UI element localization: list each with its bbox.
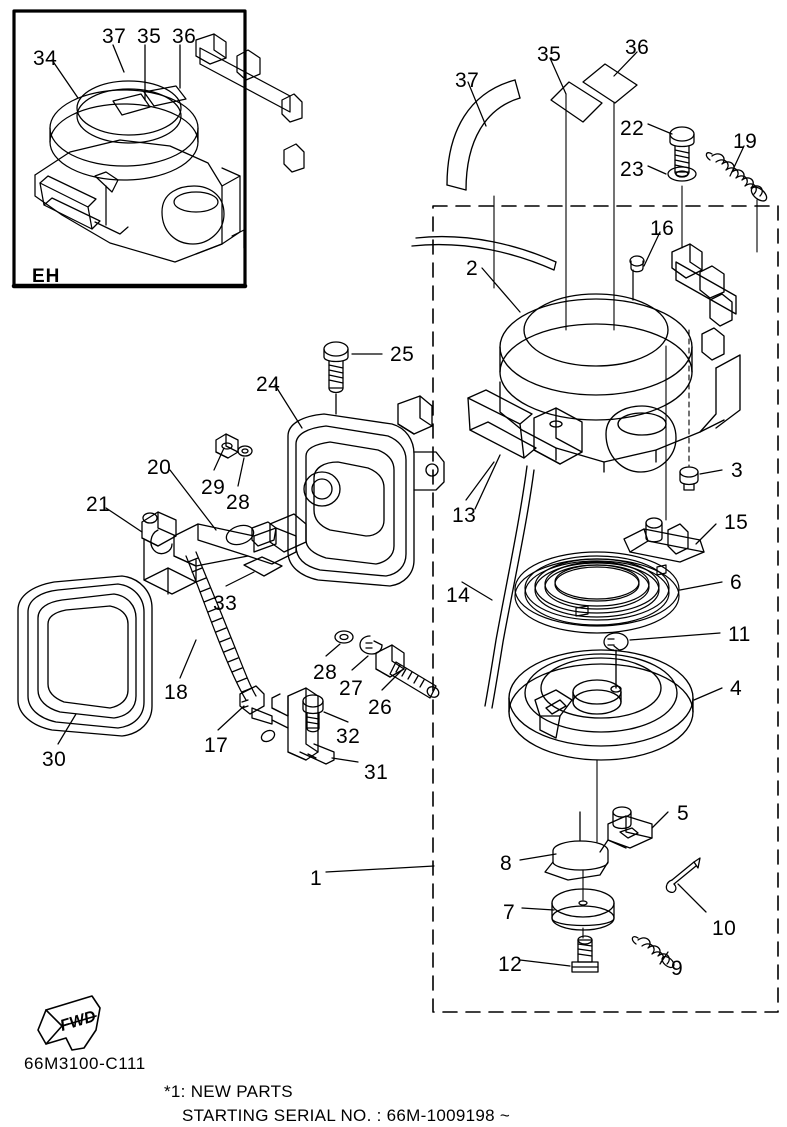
callout-30: 30 bbox=[42, 748, 67, 771]
inset-label-eh: EH bbox=[32, 266, 61, 287]
part-8-drive-plate bbox=[544, 811, 609, 881]
diagram-part-number: 66M3100-C111 bbox=[24, 1054, 146, 1073]
callout-3: 3 bbox=[731, 459, 744, 482]
callout-18: 18 bbox=[164, 681, 189, 704]
part-19-spring bbox=[705, 152, 768, 202]
part-3-screw bbox=[679, 466, 699, 491]
callout-14: 14 bbox=[446, 584, 471, 607]
fwd-arrow bbox=[37, 995, 101, 1051]
callout-1: 1 bbox=[310, 867, 323, 890]
part-33-decal bbox=[243, 556, 283, 577]
callout-11: 11 bbox=[728, 623, 751, 646]
callout-31: 31 bbox=[364, 761, 389, 784]
callout-22: 22 bbox=[620, 117, 645, 140]
callout-23: 23 bbox=[620, 158, 645, 181]
part-37-starter-rope-guide bbox=[446, 79, 521, 191]
inset-starter-illustration bbox=[34, 33, 305, 263]
inset-callout-35: 35 bbox=[137, 25, 162, 48]
callout-7: 7 bbox=[503, 901, 516, 924]
part-11-circlip bbox=[603, 632, 629, 651]
part-31-bracket bbox=[271, 687, 335, 765]
inset-leader-lines bbox=[51, 44, 181, 101]
callout-17: 17 bbox=[204, 734, 229, 757]
part-23-washer bbox=[667, 166, 697, 182]
callout-8: 8 bbox=[500, 852, 513, 875]
callout-6: 6 bbox=[730, 571, 743, 594]
part-18-starter-rope bbox=[185, 551, 257, 701]
part-12-bolt bbox=[571, 935, 599, 973]
part-24-handle-housing bbox=[269, 395, 445, 587]
callout-4: 4 bbox=[730, 677, 743, 700]
note-new-parts: *1: NEW PARTS bbox=[164, 1082, 293, 1101]
assembly-boundary-dashed bbox=[432, 205, 779, 1013]
callout-28-upper: 28 bbox=[226, 491, 251, 514]
main-leader-lines bbox=[57, 51, 745, 967]
part-21-bracket bbox=[141, 511, 197, 595]
callout-26: 26 bbox=[368, 696, 393, 719]
part-36-decal bbox=[582, 63, 638, 104]
inset-box-eh bbox=[11, 9, 248, 289]
part-17-rope-end bbox=[239, 685, 289, 743]
part-9-spring bbox=[631, 936, 675, 969]
callout-24: 24 bbox=[256, 373, 281, 396]
callout-33: 33 bbox=[213, 592, 238, 615]
part-28-washer-lower bbox=[334, 630, 354, 644]
callout-12: 12 bbox=[498, 953, 523, 976]
part-6-spiral-spring bbox=[514, 551, 680, 634]
callout-28-lower: 28 bbox=[313, 661, 338, 684]
callout-5: 5 bbox=[677, 802, 690, 825]
callout-35: 35 bbox=[537, 43, 562, 66]
callout-15: 15 bbox=[724, 511, 749, 534]
part-26-long-bolt bbox=[375, 644, 440, 699]
callout-9: 9 bbox=[671, 957, 684, 980]
callout-20: 20 bbox=[147, 456, 172, 479]
part-13-rope-entry bbox=[411, 235, 557, 510]
part-16-clip bbox=[629, 255, 645, 301]
inset-callout-34: 34 bbox=[33, 47, 58, 70]
callout-2: 2 bbox=[466, 257, 479, 280]
callout-19: 19 bbox=[733, 130, 758, 153]
part-25-bolt bbox=[323, 341, 349, 415]
part-20-rope-clamp bbox=[173, 521, 297, 567]
inset-callout-36: 36 bbox=[172, 25, 197, 48]
callout-21: 21 bbox=[86, 493, 111, 516]
callout-27: 27 bbox=[339, 677, 364, 700]
callout-10: 10 bbox=[712, 917, 737, 940]
part-35-decal bbox=[550, 81, 603, 123]
alignment-guides bbox=[493, 93, 758, 939]
callout-13: 13 bbox=[452, 504, 477, 527]
callout-32: 32 bbox=[336, 725, 361, 748]
part-10-hook-pin bbox=[665, 857, 701, 894]
callout-36: 36 bbox=[625, 36, 650, 59]
part-30-grommet bbox=[17, 575, 153, 737]
part-29-nut bbox=[215, 433, 239, 459]
part-2-starter-case bbox=[467, 243, 741, 473]
part-14-starter-rope bbox=[484, 465, 535, 709]
inset-callout-37: 37 bbox=[102, 25, 127, 48]
callout-29: 29 bbox=[201, 476, 226, 499]
callout-16: 16 bbox=[650, 217, 675, 240]
part-28-washer-upper bbox=[237, 445, 253, 457]
part-5-pawl bbox=[599, 806, 653, 853]
part-32-screw bbox=[302, 694, 324, 733]
part-4-sheave-drum bbox=[508, 649, 694, 761]
part-15-drive-pawl bbox=[623, 517, 705, 563]
callout-37: 37 bbox=[455, 69, 480, 92]
callout-25: 25 bbox=[390, 343, 415, 366]
note-starting-serial: STARTING SERIAL NO. : 66M-1009198 ~ bbox=[182, 1106, 511, 1125]
